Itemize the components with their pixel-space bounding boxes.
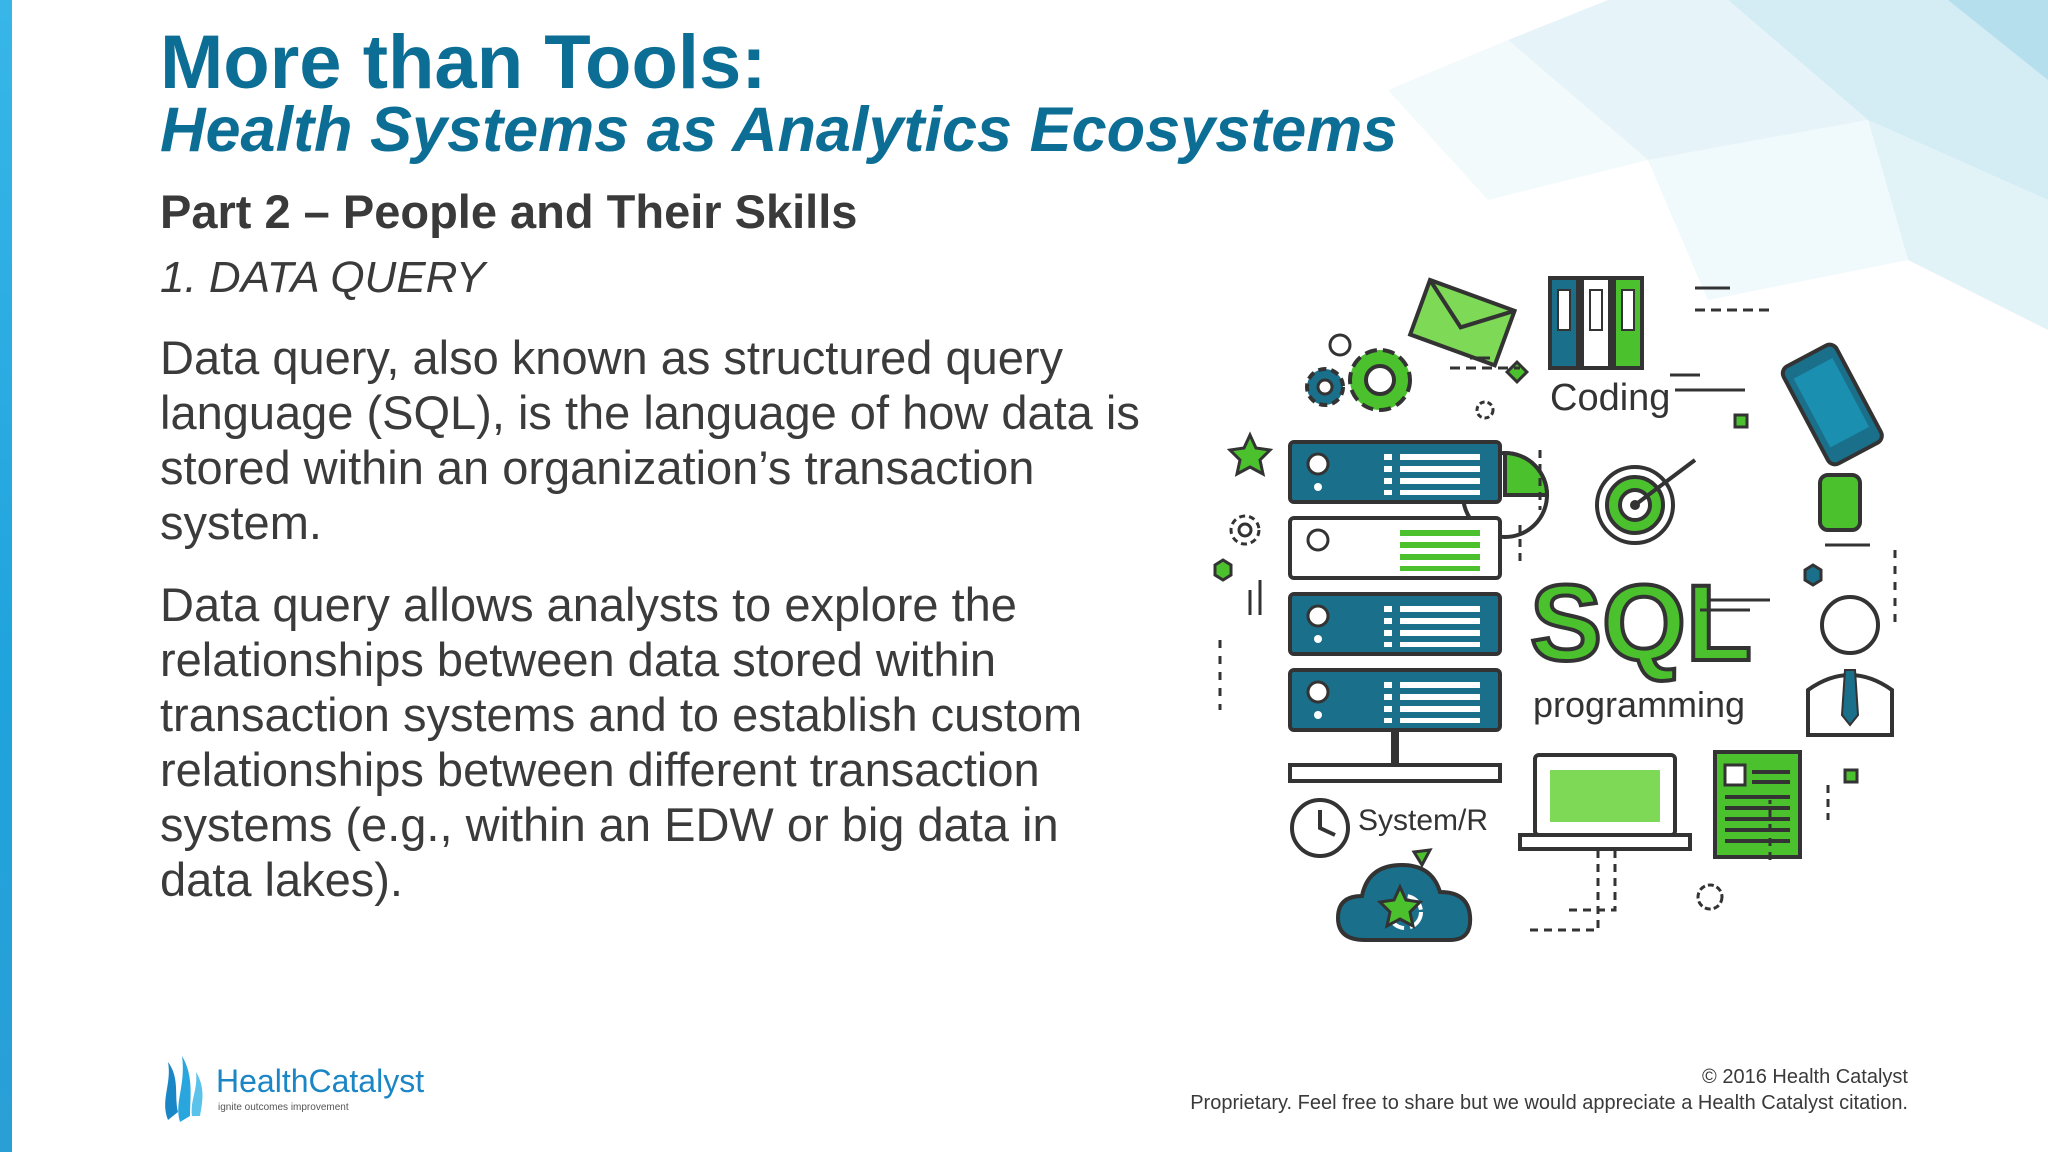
gear-icon <box>1305 333 1412 412</box>
health-catalyst-logo: HealthCatalyst ignite outcomes improveme… <box>165 1056 424 1122</box>
slide-title: More than Tools: <box>160 20 767 105</box>
footer-copyright: © 2016 Health Catalyst Proprietary. Feel… <box>1190 1064 1908 1116</box>
system-r-label: System/R <box>1358 804 1488 837</box>
programming-label: programming <box>1533 684 1745 725</box>
logo-text: HealthCatalyst <box>216 1063 424 1099</box>
target-icon <box>1595 458 1697 545</box>
server-rack-icon <box>1288 440 1502 783</box>
sql-label: SQL <box>1530 562 1752 683</box>
part-heading: Part 2 – People and Their Skills <box>160 185 858 238</box>
laptop-icon <box>1518 753 1692 851</box>
proprietary-notice: Proprietary. Feel free to share but we w… <box>1190 1092 1908 1114</box>
binders-icon <box>1548 276 1644 370</box>
smartphone-icon <box>1780 342 1884 532</box>
copyright-line: © 2016 Health Catalyst <box>1702 1066 1908 1088</box>
coding-label: Coding <box>1550 377 1670 419</box>
slide-subtitle: Health Systems as Analytics Ecosystems <box>160 95 1398 165</box>
section-heading: 1. DATA QUERY <box>160 253 486 302</box>
logo-tagline: ignite outcomes improvement <box>218 1102 349 1113</box>
paragraph-sql-definition: Data query, also known as structured que… <box>160 331 1140 549</box>
businessman-icon <box>1806 595 1894 737</box>
paragraph-sql-usage: Data query allows analysts to explore th… <box>160 578 1083 906</box>
decorative-elements <box>1213 286 1897 932</box>
background-facets <box>1388 0 2048 330</box>
sql-programming-illustration: Coding S <box>1213 276 1897 942</box>
clock-icon <box>1290 798 1350 858</box>
document-icon <box>1713 750 1802 859</box>
left-accent-bar <box>0 0 12 1152</box>
envelope-icon <box>1407 277 1518 368</box>
